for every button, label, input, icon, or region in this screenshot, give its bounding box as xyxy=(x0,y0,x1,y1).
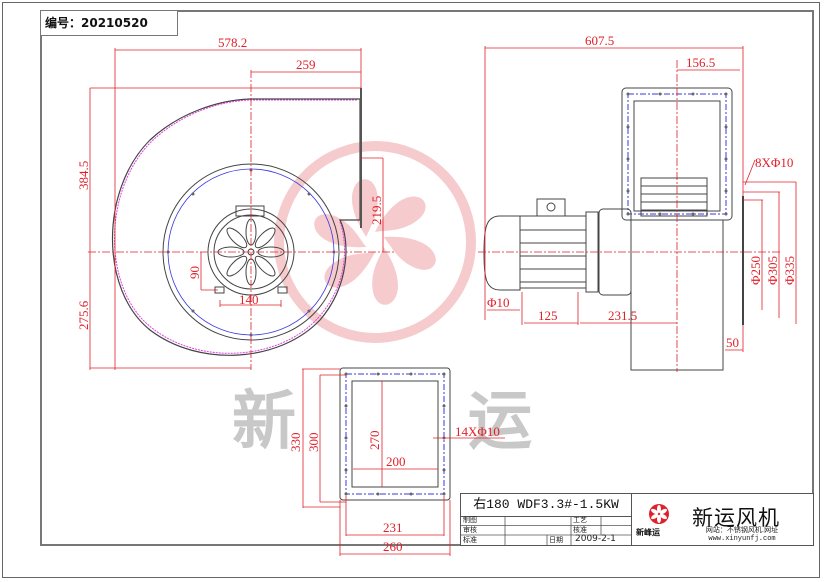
signoff-grid-lines xyxy=(461,516,631,545)
logo-watermark-icon xyxy=(274,141,476,343)
side-view: 578.2 259 384.5 275.6 219.5 90 140 xyxy=(76,35,395,370)
date-value: 2009-2-1 xyxy=(575,534,616,544)
dim-height-bottom: 275.6 xyxy=(76,300,91,330)
brand-subtitle: 新峰运 xyxy=(636,528,660,537)
dim-overall-length: 607.5 xyxy=(585,33,614,48)
fan-logo-icon xyxy=(649,504,669,524)
dim-flange-inner-height: 270 xyxy=(367,431,382,451)
drawing-number: 编号：20210520 xyxy=(40,10,178,36)
dim-flange-outer-height: 330 xyxy=(288,433,303,453)
dim-motor-to-center: 231.5 xyxy=(608,308,637,323)
dim-dia-305: Φ305 xyxy=(765,256,780,285)
brand-url: www.xinyunfj.com xyxy=(708,535,776,543)
signoff-grid: 制图 工艺 审核 核准 标准 日期 2009-2-1 xyxy=(461,516,631,545)
title-block: 右180 WDF3.3#-1.5KW 制图 工艺 审核 核准 标准 日期 200… xyxy=(460,493,814,546)
label-process: 工艺 xyxy=(573,516,587,524)
dim-foot-hole: Φ10 xyxy=(487,295,510,310)
watermark-char-2: 运 xyxy=(468,385,532,459)
inner-frame xyxy=(40,10,814,546)
front-view: 607.5 156.5 8XΦ10 Φ250 Φ305 Φ335 Φ10 125… xyxy=(478,33,797,372)
dim-flange-bolt-height: 300 xyxy=(306,433,321,453)
brand-area: 新峰运 新运风机 网站：不锈钢风机.网址 www.xinyunfj.com xyxy=(632,494,813,545)
dim-flange-outer-width: 260 xyxy=(383,539,403,554)
dim-dia-250: Φ250 xyxy=(748,256,763,285)
model-name: 右180 WDF3.3#-1.5KW xyxy=(461,494,631,517)
dim-flange-bolt-width: 231 xyxy=(383,520,403,535)
dim-inlet-length: 50 xyxy=(726,335,739,350)
dim-outlet-offset: 219.5 xyxy=(369,196,384,225)
brand-site-label: 网站：不锈钢风机.网址 xyxy=(705,526,779,534)
dim-flange-holes: 8XΦ10 xyxy=(755,155,793,170)
dim-height-top: 384.5 xyxy=(76,161,91,190)
watermark-char-1: 新 xyxy=(232,385,296,459)
label-review: 审核 xyxy=(463,526,477,534)
dim-outlet-width: 259 xyxy=(296,57,316,72)
dim-dia-335: Φ335 xyxy=(782,256,797,285)
dim-foot-spacing: 140 xyxy=(239,292,259,307)
label-date: 日期 xyxy=(549,536,563,544)
dim-overall-width: 578.2 xyxy=(218,35,247,50)
label-drawn: 制图 xyxy=(463,516,477,524)
dim-foot-height: 90 xyxy=(187,266,202,279)
outlet-flange-view: 330 300 270 200 231 260 14XΦ10 xyxy=(288,367,505,556)
dim-foot-spacing-front: 125 xyxy=(538,308,558,323)
dim-flange-holes: 14XΦ10 xyxy=(455,424,500,439)
label-standard: 标准 xyxy=(463,536,477,544)
title-block-info: 右180 WDF3.3#-1.5KW 制图 工艺 审核 核准 标准 日期 200… xyxy=(461,494,632,545)
dim-flange-inner-width: 200 xyxy=(386,454,406,469)
dim-front-outlet-offset: 156.5 xyxy=(686,55,715,70)
label-approve: 核准 xyxy=(573,526,587,534)
brand-name: 新运风机 xyxy=(692,506,780,530)
